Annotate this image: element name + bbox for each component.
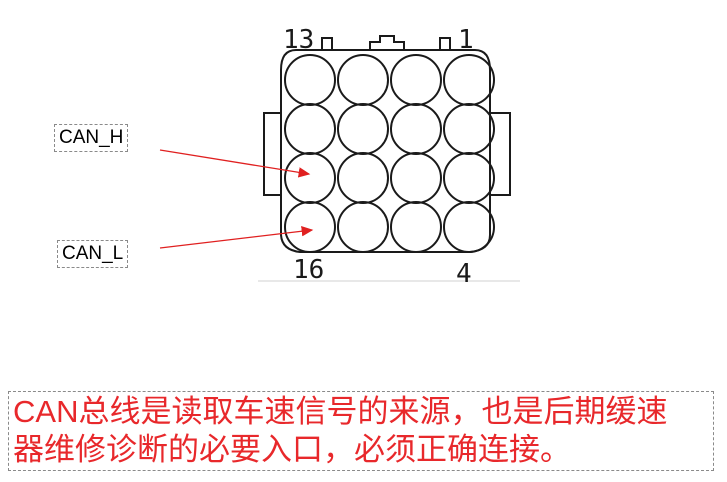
pin-label-1: 1 bbox=[458, 25, 474, 55]
pin-cavity bbox=[337, 201, 389, 253]
right-latch bbox=[489, 112, 511, 196]
pin-label-13: 13 bbox=[283, 25, 314, 55]
top-key bbox=[369, 35, 405, 50]
pin-cavity bbox=[337, 152, 389, 204]
pin-grid bbox=[284, 54, 495, 253]
pin-cavity bbox=[284, 54, 336, 106]
pin-cavity bbox=[337, 103, 389, 155]
can-h-label: CAN_H bbox=[54, 124, 129, 152]
note-textbox: CAN总线是读取车速信号的来源，也是后期缓速 器维修诊断的必要入口，必须正确连接… bbox=[8, 391, 714, 471]
note-line-1-text: 总线是读取车速信号的来源，也是后期缓速 bbox=[78, 394, 668, 430]
top-tab-left bbox=[321, 37, 333, 50]
pin-cavity bbox=[443, 201, 495, 253]
can-h-arrow bbox=[159, 149, 311, 178]
pin-label-16: 16 bbox=[293, 255, 324, 285]
pin-cavity bbox=[284, 103, 336, 155]
pin-cavity bbox=[443, 152, 495, 204]
pin-cavity bbox=[337, 54, 389, 106]
pin-cavity bbox=[443, 103, 495, 155]
pin-label-4: 4 bbox=[456, 259, 472, 289]
left-latch bbox=[263, 112, 282, 196]
pin-cavity bbox=[390, 103, 442, 155]
can-l-arrow bbox=[159, 226, 314, 249]
pin-cavity bbox=[284, 201, 336, 253]
pin-cavity bbox=[390, 54, 442, 106]
note-line-2: 器维修诊断的必要入口，必须正确连接。 bbox=[13, 432, 571, 468]
top-tab-right bbox=[439, 37, 451, 50]
pin-cavity bbox=[284, 152, 336, 204]
can-l-label: CAN_L bbox=[57, 240, 129, 268]
pin-cavity bbox=[390, 201, 442, 253]
note-can-prefix: CAN bbox=[13, 394, 79, 429]
pin-cavity bbox=[443, 54, 495, 106]
note-line-1: CAN总线是读取车速信号的来源，也是后期缓速 bbox=[13, 394, 667, 430]
pin-cavity bbox=[390, 152, 442, 204]
